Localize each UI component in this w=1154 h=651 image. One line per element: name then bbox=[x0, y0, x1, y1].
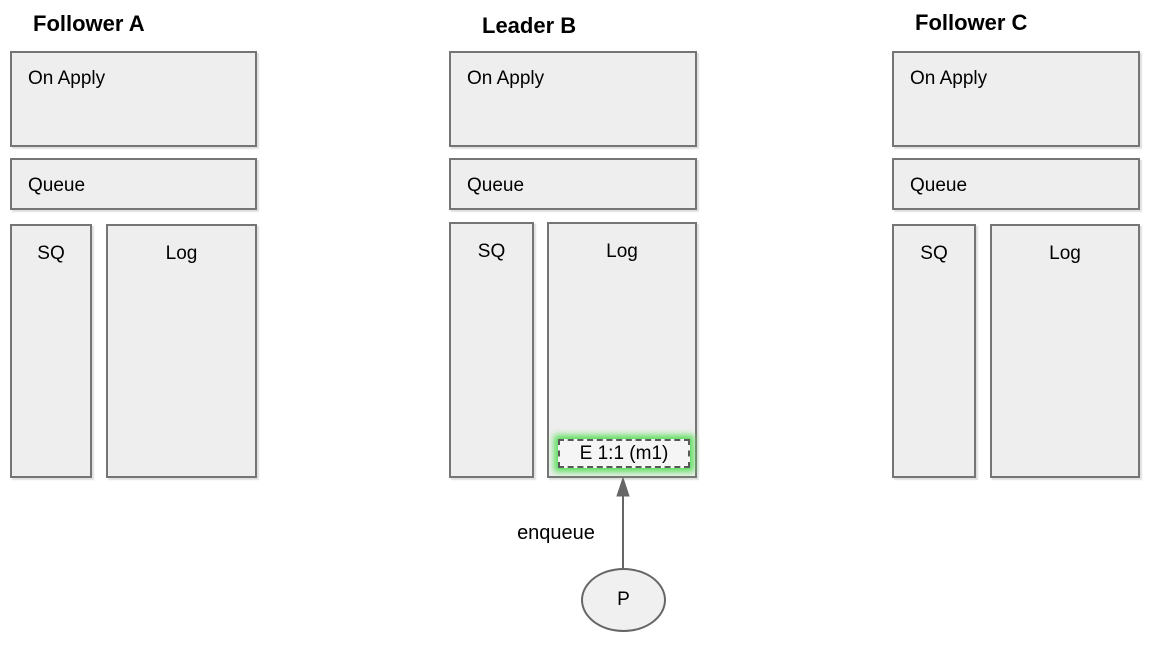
queue-label: Queue bbox=[910, 175, 968, 196]
follower-c-sq-box: SQ bbox=[892, 224, 976, 478]
queue-label: Queue bbox=[28, 175, 86, 196]
follower-a-sq-box: SQ bbox=[10, 224, 92, 478]
follower-a-queue-box: Queue bbox=[10, 158, 257, 210]
follower-c-on-apply-box: On Apply bbox=[892, 51, 1140, 147]
log-entry-e1-1: E 1:1 (m1) bbox=[558, 439, 690, 468]
follower-c-queue-box: Queue bbox=[892, 158, 1140, 210]
producer-node: P bbox=[581, 568, 666, 632]
queue-label: Queue bbox=[467, 175, 525, 196]
follower-a-log-box: Log bbox=[106, 224, 257, 478]
enqueue-edge-label: enqueue bbox=[517, 522, 595, 544]
log-label: Log bbox=[1049, 243, 1081, 264]
sq-label: SQ bbox=[920, 243, 948, 264]
node-title-follower-a: Follower A bbox=[33, 11, 145, 36]
leader-b-log-box: Log bbox=[547, 222, 697, 478]
on-apply-label: On Apply bbox=[467, 68, 545, 89]
leader-b-queue-box: Queue bbox=[449, 158, 697, 210]
log-label: Log bbox=[606, 241, 638, 262]
leader-b-on-apply-box: On Apply bbox=[449, 51, 697, 147]
follower-c-log-box: Log bbox=[990, 224, 1140, 478]
sq-label: SQ bbox=[37, 243, 65, 264]
producer-label: P bbox=[617, 589, 630, 610]
log-label: Log bbox=[165, 243, 198, 264]
enqueue-arrow bbox=[616, 476, 630, 568]
on-apply-label: On Apply bbox=[910, 68, 988, 89]
follower-a-on-apply-box: On Apply bbox=[10, 51, 257, 147]
node-title-leader-b: Leader B bbox=[482, 13, 577, 38]
on-apply-label: On Apply bbox=[28, 68, 106, 89]
leader-b-sq-box: SQ bbox=[449, 222, 534, 478]
sq-label: SQ bbox=[477, 241, 506, 262]
node-title-follower-c: Follower C bbox=[915, 10, 1028, 35]
